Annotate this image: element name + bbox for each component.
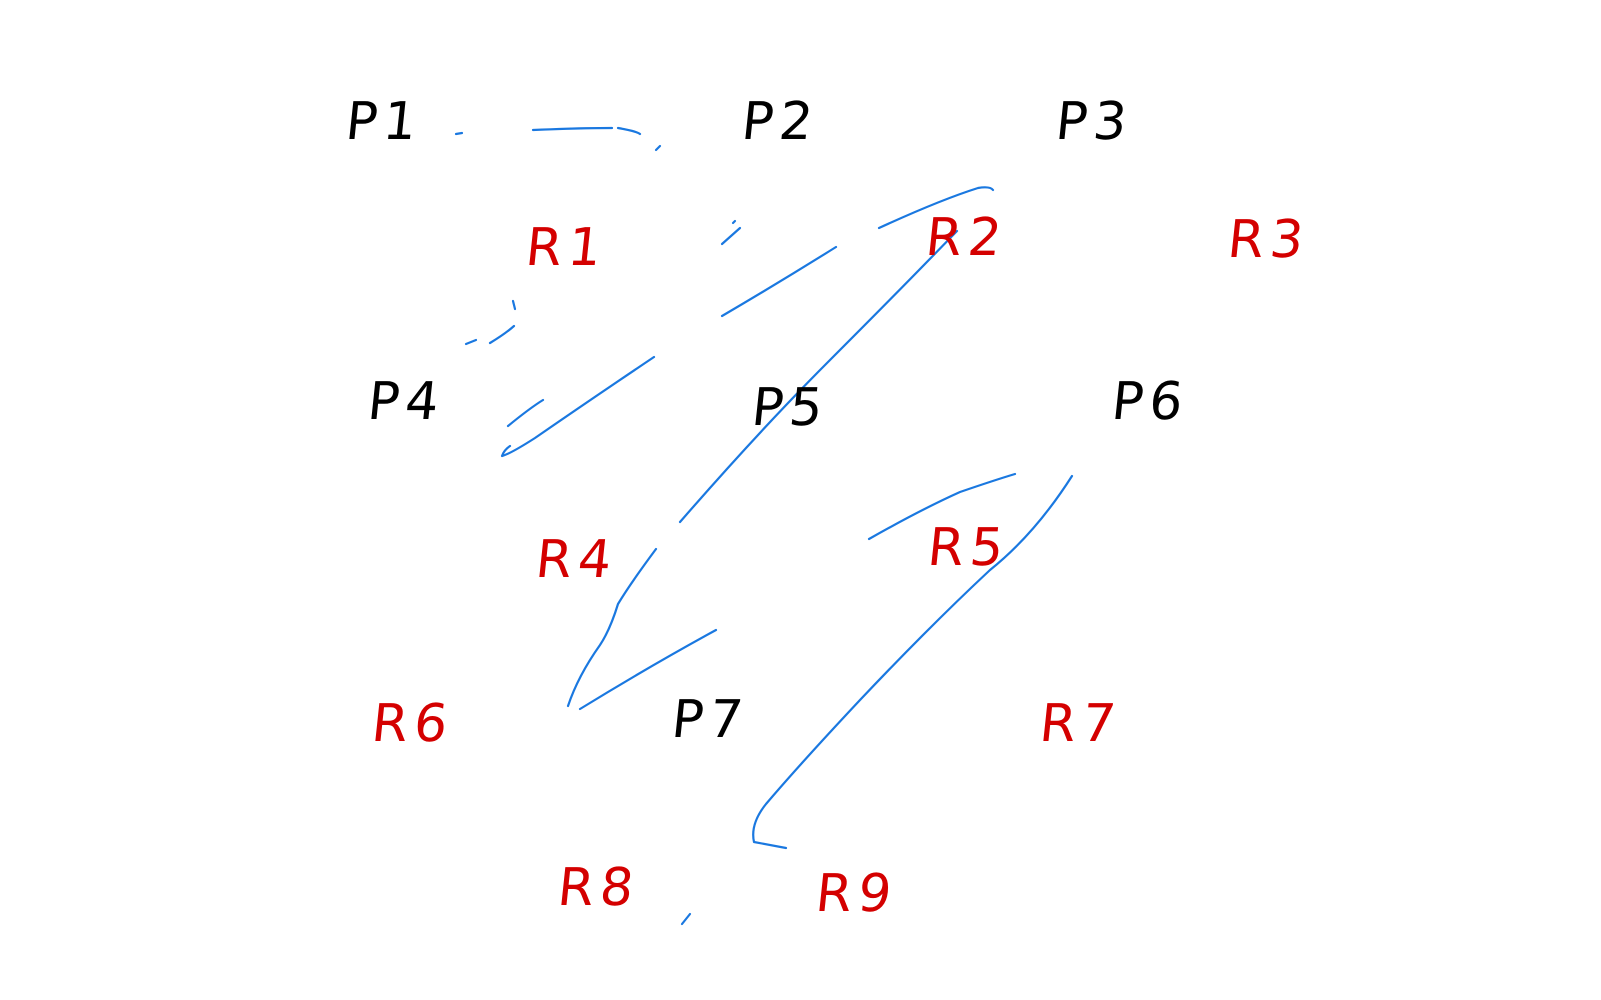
region-label-r8: R8	[554, 858, 643, 918]
stroke-p1-p2	[616, 126, 642, 136]
node-label-p2: P2	[738, 92, 822, 152]
stroke-p2-p4	[464, 338, 478, 346]
region-label-r5: R5	[924, 518, 1013, 578]
stroke-p2-p4	[511, 299, 517, 311]
stroke-p1-p2	[654, 144, 662, 152]
stroke-p2-p4	[731, 219, 737, 225]
stroke-p7-r4	[578, 628, 718, 711]
stroke-p6-r9	[752, 474, 1074, 850]
node-label-p5: P5	[748, 378, 832, 438]
region-label-r7: R7	[1036, 694, 1125, 754]
stroke-p3-p4	[500, 355, 656, 458]
stroke-p2-p4	[488, 324, 516, 345]
region-label-r9: R9	[812, 864, 901, 924]
region-label-r1: R1	[522, 218, 611, 278]
stroke-r2-r6	[678, 229, 959, 524]
node-label-p7: P7	[668, 690, 752, 750]
stroke-p2-p4	[720, 226, 742, 246]
stroke-p3-p4	[720, 245, 838, 318]
region-label-r6: R6	[368, 694, 457, 754]
region-label-r2: R2	[922, 208, 1011, 268]
stroke-p3-p4	[877, 186, 995, 230]
node-label-p3: P3	[1052, 92, 1136, 152]
stroke-p1-p2	[454, 131, 464, 136]
stroke-p1-p2	[531, 126, 614, 132]
node-label-p1: P1	[342, 92, 426, 152]
stroke-p3-p4	[506, 398, 545, 428]
stroke-tick	[680, 912, 692, 926]
region-label-r4: R4	[532, 530, 621, 590]
node-label-p6: P6	[1108, 372, 1192, 432]
region-label-r3: R3	[1224, 210, 1313, 270]
stroke-r2-r6	[566, 547, 658, 708]
stroke-p6-r5	[867, 472, 1017, 541]
node-label-p4: P4	[364, 372, 448, 432]
